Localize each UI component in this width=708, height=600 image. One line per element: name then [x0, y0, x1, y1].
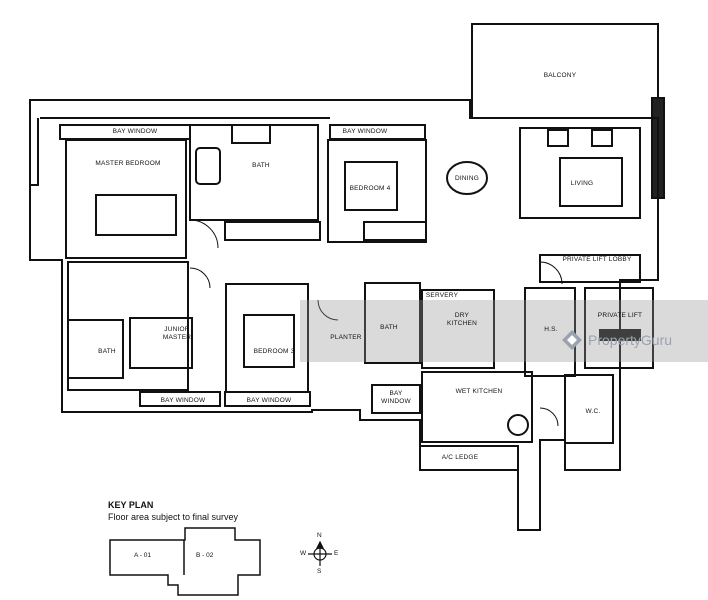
key-plan-title: KEY PLAN — [108, 500, 154, 510]
label-junior-master: JUNIOR MASTER — [162, 326, 192, 341]
compass-n: N — [317, 532, 322, 539]
unit-outline — [29, 99, 659, 531]
label-private-lift: PRIVATE LIFT — [597, 312, 643, 319]
label-servery: SERVERY — [425, 292, 459, 299]
label-bay-window-5: BAY WINDOW — [381, 390, 411, 405]
compass-rose — [308, 540, 332, 566]
label-bath-1: BATH — [252, 162, 270, 169]
label-bay-window-3: BAY WINDOW — [160, 397, 206, 404]
bath-1 — [189, 124, 319, 221]
dining-table — [446, 161, 488, 195]
bedroom-4 — [327, 139, 427, 243]
bath-3 — [364, 282, 421, 364]
bay-window-strip-4 — [224, 391, 311, 407]
label-bedroom-3: BEDROOM 3 — [253, 348, 295, 355]
wardrobe-1 — [224, 221, 321, 241]
label-balcony: BALCONY — [543, 72, 577, 79]
watermark: PropertyGuru — [560, 320, 708, 360]
ac-ledge — [419, 445, 519, 471]
compass-e: E — [334, 550, 339, 557]
bay-window-strip-3 — [139, 391, 221, 407]
label-bath-2: BATH — [98, 348, 116, 355]
label-wet-kitchen: WET KITCHEN — [455, 388, 503, 395]
key-plan-subtitle: Floor area subject to final survey — [108, 512, 239, 522]
private-lift — [584, 287, 654, 369]
key-plan-diagram — [109, 527, 261, 596]
wet-kitchen — [421, 371, 533, 443]
compass-s: S — [317, 568, 322, 575]
living-room — [519, 127, 641, 219]
key-plan-unit-a: A - 01 — [134, 552, 151, 559]
label-wc: W.C. — [585, 408, 601, 415]
watermark-band — [300, 300, 708, 362]
bedroom-3 — [225, 283, 309, 393]
label-bay-window-4: BAY WINDOW — [246, 397, 292, 404]
label-bay-window-1: BAY WINDOW — [112, 128, 158, 135]
label-private-lift-lobby: PRIVATE LIFT LOBBY — [562, 256, 632, 263]
master-bed — [95, 194, 177, 236]
bay-window-strip-5 — [371, 384, 421, 414]
dry-kitchen — [421, 289, 495, 369]
label-planter: PLANTER — [330, 334, 362, 341]
label-bath-3: BATH — [380, 324, 398, 331]
propertyguru-logo-icon — [562, 330, 582, 350]
label-dry-kitchen: DRY KITCHEN — [447, 312, 477, 327]
watermark-text: PropertyGuru — [588, 332, 673, 348]
label-ac-ledge: A/C LEDGE — [441, 454, 479, 461]
label-bedroom-4: BEDROOM 4 — [349, 185, 391, 192]
private-lift-lobby — [539, 254, 641, 283]
household-shelter — [524, 287, 576, 377]
compass-w: W — [300, 550, 307, 557]
balcony-outline — [471, 23, 659, 119]
master-bedroom — [65, 139, 187, 259]
label-bay-window-2: BAY WINDOW — [342, 128, 388, 135]
key-plan-unit-b: B - 02 — [196, 552, 214, 559]
wc — [564, 374, 614, 444]
label-master-bedroom: MASTER BEDROOM — [95, 160, 161, 167]
label-dining: DINING — [455, 175, 479, 182]
label-hs: H.S. — [544, 326, 558, 333]
label-living: LIVING — [570, 180, 594, 187]
